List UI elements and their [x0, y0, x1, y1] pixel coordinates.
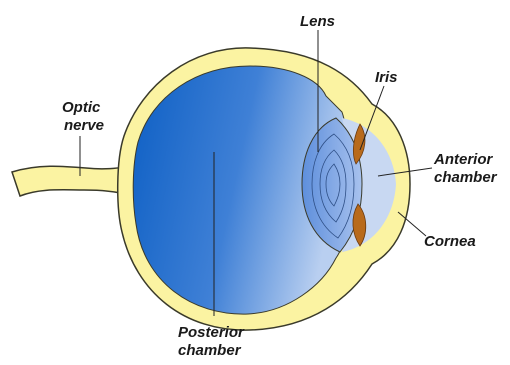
cornea-label: Cornea: [424, 233, 476, 250]
anterior-chamber-label-line1: Anterior: [433, 151, 494, 168]
iris-label: Iris: [375, 69, 398, 86]
optic-nerve: [12, 166, 132, 196]
posterior-chamber-label-line2: chamber: [178, 342, 242, 359]
lens-label: Lens: [300, 13, 335, 30]
optic-nerve-label-line2: nerve: [64, 117, 104, 134]
posterior-chamber-label-line1: Posterior: [178, 324, 245, 341]
optic-nerve-label-line1: Optic: [62, 99, 101, 116]
anterior-chamber-label-line2: chamber: [434, 169, 498, 186]
